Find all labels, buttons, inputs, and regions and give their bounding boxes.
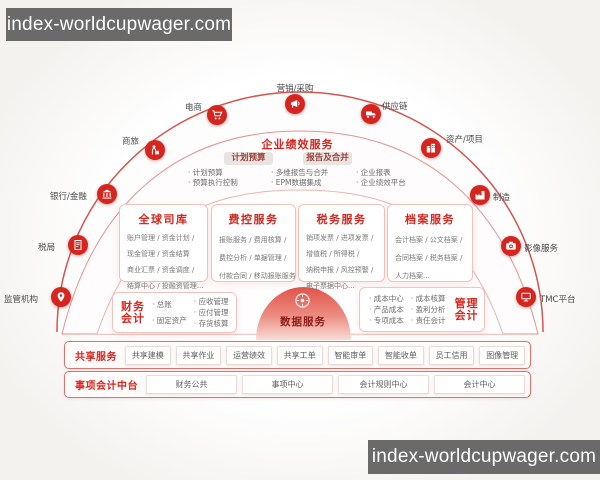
data-service-title: 数据服务	[280, 316, 326, 328]
service-box-title: 档案服务	[405, 213, 455, 226]
mgmt-acct-item: 责任会计	[411, 316, 446, 326]
shared-services-title: 共享服务	[75, 351, 117, 363]
smart-receipt-button[interactable]: 智能收单	[378, 345, 424, 365]
ecosystem-label-marketing-procurement: 营销/采购	[276, 84, 314, 94]
ecosystem-label-tax-bureau: 税局	[38, 243, 56, 253]
performance-bullets-col2: 多维报告与合并 EPM数据集成	[271, 168, 329, 188]
service-box-line: 报账服务 / 费用核算 /	[219, 236, 287, 244]
accounting-rules-center-button[interactable]: 会计规则中心	[338, 375, 429, 394]
ecosystem-label-regulator: 监管机构	[4, 295, 39, 305]
location-pin-icon	[51, 287, 71, 307]
megaphone-icon	[285, 94, 305, 114]
event-center-button[interactable]: 事项中心	[242, 375, 333, 394]
performance-bullets-col1: 计划预算 预算执行控制	[188, 168, 238, 188]
traveler-icon	[145, 140, 165, 160]
management-accounting-title: 管理会计	[454, 296, 479, 322]
employee-credit-button[interactable]: 员工信用	[428, 345, 475, 365]
mgmt-acct-item: 盈利分析	[411, 305, 446, 315]
ecosystem-label-asset-project: 资产/项目	[446, 135, 483, 145]
performance-bullets-col3: 企业报表 企业绩效平台	[356, 168, 406, 188]
bullet-item: 预算执行控制	[188, 178, 238, 188]
factory-icon	[470, 185, 490, 205]
service-box-title: 全球司库	[138, 213, 189, 226]
shared-services-row: 共享服务 共享建模 共享作业 运营绩效 共享工单 智能审单 智能收单 员工信用 …	[64, 341, 531, 369]
ecosystem-label-imaging-service: 影像服务	[524, 244, 559, 254]
mgmt-acct-item: 专项成本	[369, 316, 404, 326]
ecosystem-label-supply-chain: 供应链	[382, 102, 408, 112]
image-management-button[interactable]: 图像管理	[479, 345, 525, 365]
service-box-global-treasury: 全球司库 账户管理 / 资金计划 / 现金管理 / 资金结算 商业汇票 / 资金…	[119, 204, 208, 290]
report-consolidation-pill[interactable]: 报告及合并	[303, 152, 352, 165]
truck-icon	[361, 104, 381, 124]
service-box-line: 销项发票 / 进项发票 /	[306, 234, 374, 242]
bullet-item: EPM数据集成	[271, 178, 328, 188]
service-box-line: 费控分析 / 单据管理 /	[219, 254, 287, 262]
bullet-item: 计划预算	[188, 168, 238, 178]
fin-acct-item: 固定资产	[152, 316, 187, 326]
bullet-item: 企业绩效平台	[356, 178, 406, 188]
ecosystem-label-bank-finance: 银行/金融	[50, 192, 87, 202]
financial-accounting-title: 财务会计	[121, 299, 145, 325]
watermark-top: index-worldcupwager.com	[6, 8, 232, 41]
service-box-tax-service: 税务服务 销项发票 / 进项发票 / 增值税 / 所得税 / 纳税申报 / 风控…	[298, 204, 385, 290]
ecosystem-label-business-travel: 商旅	[122, 137, 140, 147]
service-box-line: 结算中心 / 投融资管理...	[127, 282, 204, 290]
shared-workorder-button[interactable]: 共享工单	[276, 345, 323, 365]
watermark-bottom: index-worldcupwager.com	[368, 440, 600, 474]
bullet-item: 企业报表	[356, 168, 406, 178]
bank-icon	[97, 184, 117, 204]
service-box-line: 增值税 / 所得税 /	[306, 250, 360, 258]
service-box-line: 现金管理 / 资金结算	[127, 250, 190, 258]
service-box-title: 费控服务	[228, 213, 279, 226]
accounting-center-button[interactable]: 会计中心	[434, 375, 525, 394]
camera-icon	[501, 236, 521, 256]
event-accounting-title: 事项会计中台	[75, 381, 138, 392]
ecosystem-label-ecommerce: 电商	[185, 103, 203, 113]
ecosystem-label-manufacturing: 制造	[493, 193, 511, 203]
financial-accounting-box: 财务会计 总账 固定资产 应收管理 应付管理 存货核算	[112, 292, 237, 333]
finance-public-button[interactable]: 财务公共	[146, 375, 237, 394]
shared-modeling-button[interactable]: 共享建模	[125, 345, 171, 365]
service-box-line: 会计档案 / 公文档案 /	[395, 236, 463, 244]
service-box-expense-control: 费控服务 报账服务 / 费用核算 / 费控分析 / 单据管理 / 付款合同 / …	[211, 204, 296, 282]
service-box-line: 纳税申报 / 风控预警 /	[306, 266, 374, 274]
mgmt-acct-item: 产品成本	[369, 305, 404, 315]
fin-acct-item: 应收管理	[194, 297, 229, 307]
management-accounting-box: 成本中心 产品成本 专项成本 成本核算 盈利分析 责任会计 管理会计	[359, 287, 485, 332]
platform-icon	[516, 287, 536, 307]
service-box-line: 付款合同 / 移动报账服务	[219, 272, 296, 280]
service-box-line: 商业汇票 / 资金调度 /	[127, 266, 195, 274]
bullet-item: 多维报告与合并	[271, 168, 329, 178]
fin-acct-item: 存货核算	[194, 319, 229, 329]
ecosystem-label-tmc-platform: TMC平台	[540, 295, 576, 305]
fin-acct-item: 总账	[152, 300, 187, 310]
service-box-title: 税务服务	[316, 213, 367, 226]
service-box-line: 账户管理 / 资金计划 /	[127, 234, 195, 242]
buildings-icon	[421, 138, 441, 158]
smart-audit-button[interactable]: 智能审单	[327, 345, 374, 365]
service-box-line: 合同档案 / 税务档案 /	[395, 254, 463, 262]
service-box-line: 人力档案...	[395, 272, 430, 280]
event-accounting-row: 事项会计中台 财务公共 事项中心 会计规则中心 会计中心	[64, 371, 531, 398]
shared-operations-button[interactable]: 共享作业	[175, 345, 222, 365]
data-service-dome	[256, 287, 351, 340]
mgmt-acct-item: 成本中心	[369, 294, 404, 304]
service-box-line: 电子票据中心...	[306, 282, 355, 290]
mgmt-acct-item: 成本核算	[411, 294, 446, 304]
data-service-emblem-icon	[294, 292, 311, 309]
service-box-archive-service: 档案服务 会计档案 / 公文档案 / 合同档案 / 税务档案 / 人力档案...	[387, 204, 473, 282]
performance-section-title: 企业绩效服务	[261, 138, 334, 151]
operation-performance-button[interactable]: 运营绩效	[226, 345, 272, 365]
plan-budget-pill[interactable]: 计划预算	[224, 152, 273, 165]
tax-receipt-icon	[68, 235, 88, 255]
shopping-cart-icon	[207, 105, 227, 125]
fin-acct-item: 应付管理	[194, 308, 229, 318]
